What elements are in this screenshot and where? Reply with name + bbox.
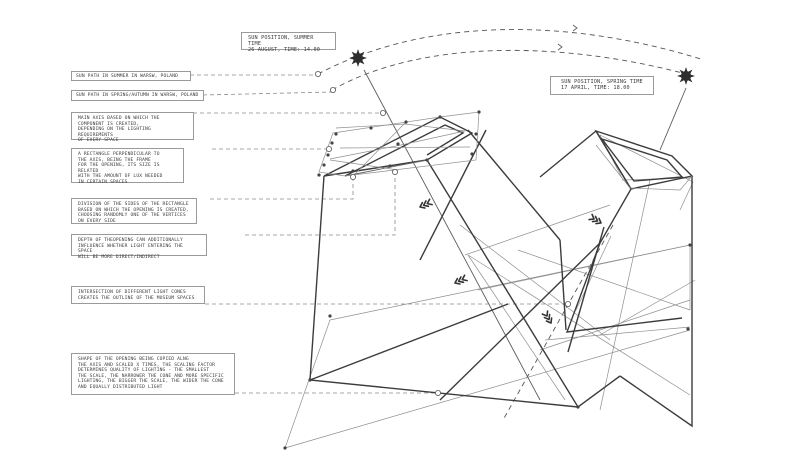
sun-path-summer-label: Sun path in summer in Warsw, Poland [71, 71, 191, 81]
vertex-dot-icon [388, 164, 392, 168]
leader-rings [314, 71, 572, 396]
spring-path-arrow [557, 43, 563, 51]
vertex-dot-icon [576, 405, 580, 409]
leader-ring-icon [314, 71, 321, 78]
vertex-dot-icon [438, 115, 442, 119]
annotation-division: Division of the sides of the rectangle b… [71, 198, 197, 224]
chevron-arrow-icon [588, 213, 602, 225]
vertex-dot-icon [470, 152, 474, 156]
vertex-dot-icon [425, 158, 429, 162]
sun-icon [677, 67, 695, 85]
vertex-dot-icon [328, 314, 332, 318]
leader-ring-icon [565, 300, 572, 307]
chevron-arrow-icon [541, 310, 553, 324]
vertex-dot-icon [404, 120, 408, 124]
vertex-dot-icon [396, 142, 400, 146]
annotation-depth: Depth of theopening can additionally inf… [71, 234, 207, 260]
vertex-dot-icon [317, 173, 321, 177]
right-opening-frame [594, 129, 694, 191]
vertex-dot-icon [686, 327, 690, 331]
annotation-shape: Shape of the opening being copied alng t… [71, 353, 235, 395]
vertex-dot-icon [322, 163, 326, 167]
vertex-dot-icon [283, 446, 287, 450]
vertex-dot-icon [477, 110, 481, 114]
vertex-dot-icon [326, 153, 330, 157]
sun-icon [349, 49, 367, 67]
direction-chevrons [419, 198, 602, 324]
construction-lines [284, 134, 696, 449]
vertex-dot-icon [334, 132, 338, 136]
axis-lines [363, 69, 687, 421]
leader-ring-icon [434, 389, 441, 396]
chevron-arrow-icon [454, 274, 468, 285]
volume-outlines [309, 129, 693, 428]
summer-path-arrow [572, 24, 578, 32]
vertex-dots [283, 110, 692, 450]
sun-position-spring-label: Sun position, spring time 17 April, time… [550, 76, 654, 95]
vertex-dot-icon [308, 378, 312, 382]
leader-ring-icon [325, 145, 332, 152]
vertex-dot-icon [369, 126, 373, 130]
chevron-arrow-icon [419, 198, 433, 209]
leader-ring-icon [391, 168, 398, 175]
vertex-dot-icon [589, 267, 593, 271]
leader-ring-icon [349, 173, 356, 180]
leader-ring-icon [379, 110, 386, 117]
sun-path-spring-label: Sun path in spring/autumn in Warsw, Pola… [71, 90, 204, 101]
annotation-main-axis: Main axis based on which the component i… [71, 112, 194, 143]
annotation-rectangle: A rectangle perpendicular to the axis, b… [71, 148, 184, 185]
vertex-dot-icon [351, 169, 355, 173]
vertex-dot-icon [688, 243, 692, 247]
sun-position-summer-label: Sun position, summer time 26 August, tim… [241, 32, 336, 53]
annotation-intersection: Intersection of different light cones cr… [71, 286, 205, 304]
vertex-dot-icon [474, 132, 478, 136]
leader-ring-icon [329, 87, 336, 94]
vertex-dot-icon [330, 141, 334, 145]
summer-sun-path [317, 29, 705, 75]
